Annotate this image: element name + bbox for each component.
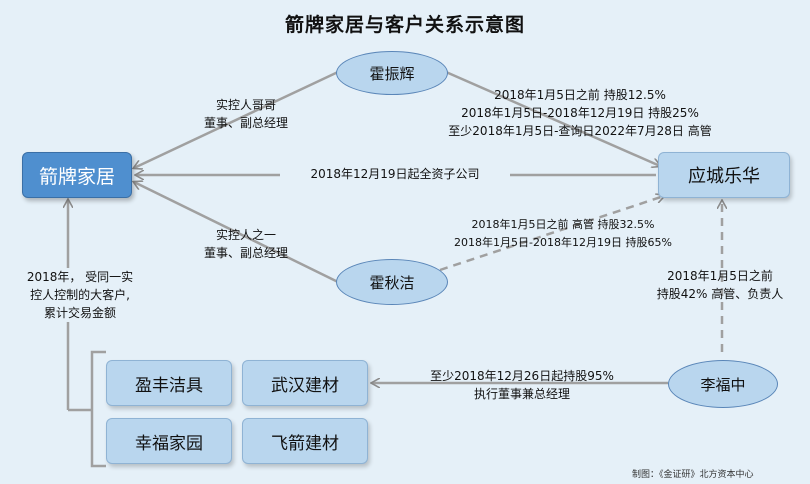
edge-label-main-target: 2018年12月19日起全资子公司: [280, 165, 510, 183]
edge-label-customers-main: 2018年， 受同一实 控人控制的大客户, 累计交易金额: [18, 268, 142, 322]
edge-label-p1-target: 2018年1月5日之前 持股12.5% 2018年1月5日-2018年12月19…: [448, 88, 712, 138]
edge-p1-target: [445, 70, 660, 166]
node-target-company: 应城乐华: [658, 152, 790, 198]
edge-label-p2-target: 2018年1月5日之前 高管 持股32.5% 2018年1月5日-2018年12…: [454, 218, 672, 249]
edge-label-p2-main: 实控人之一 董事、副总经理: [203, 228, 288, 260]
edge-label-p1-main: 实控人哥哥 董事、副总经理: [203, 98, 288, 130]
node-customer-3: 幸福家园: [106, 418, 232, 464]
diagram-title: 箭牌家居与客户关系示意图: [284, 14, 525, 36]
node-person-1: 霍振辉: [336, 51, 448, 95]
edge-p2-main: [134, 182, 339, 284]
node-customer-4: 飞箭建材: [242, 418, 368, 464]
node-person-2: 霍秋洁: [336, 259, 448, 305]
edge-p2-target: [439, 196, 664, 272]
source-note: 制图：《金证研》北方资本中心: [632, 470, 754, 480]
node-person-3: 李福中: [668, 360, 778, 408]
edge-label-p3-target: 2018年1月5日之前 持股42% 高管、负责人: [656, 269, 784, 301]
node-customer-1: 盈丰洁具: [106, 360, 232, 406]
edge-p1-main: [134, 70, 339, 168]
edge-label-p3-customers: 至少2018年12月26日起持股95% 执行董事兼总经理: [430, 369, 614, 401]
node-customer-2: 武汉建材: [242, 360, 368, 406]
node-main-company: 箭牌家居: [22, 152, 132, 198]
customers-bracket: [90, 350, 106, 468]
